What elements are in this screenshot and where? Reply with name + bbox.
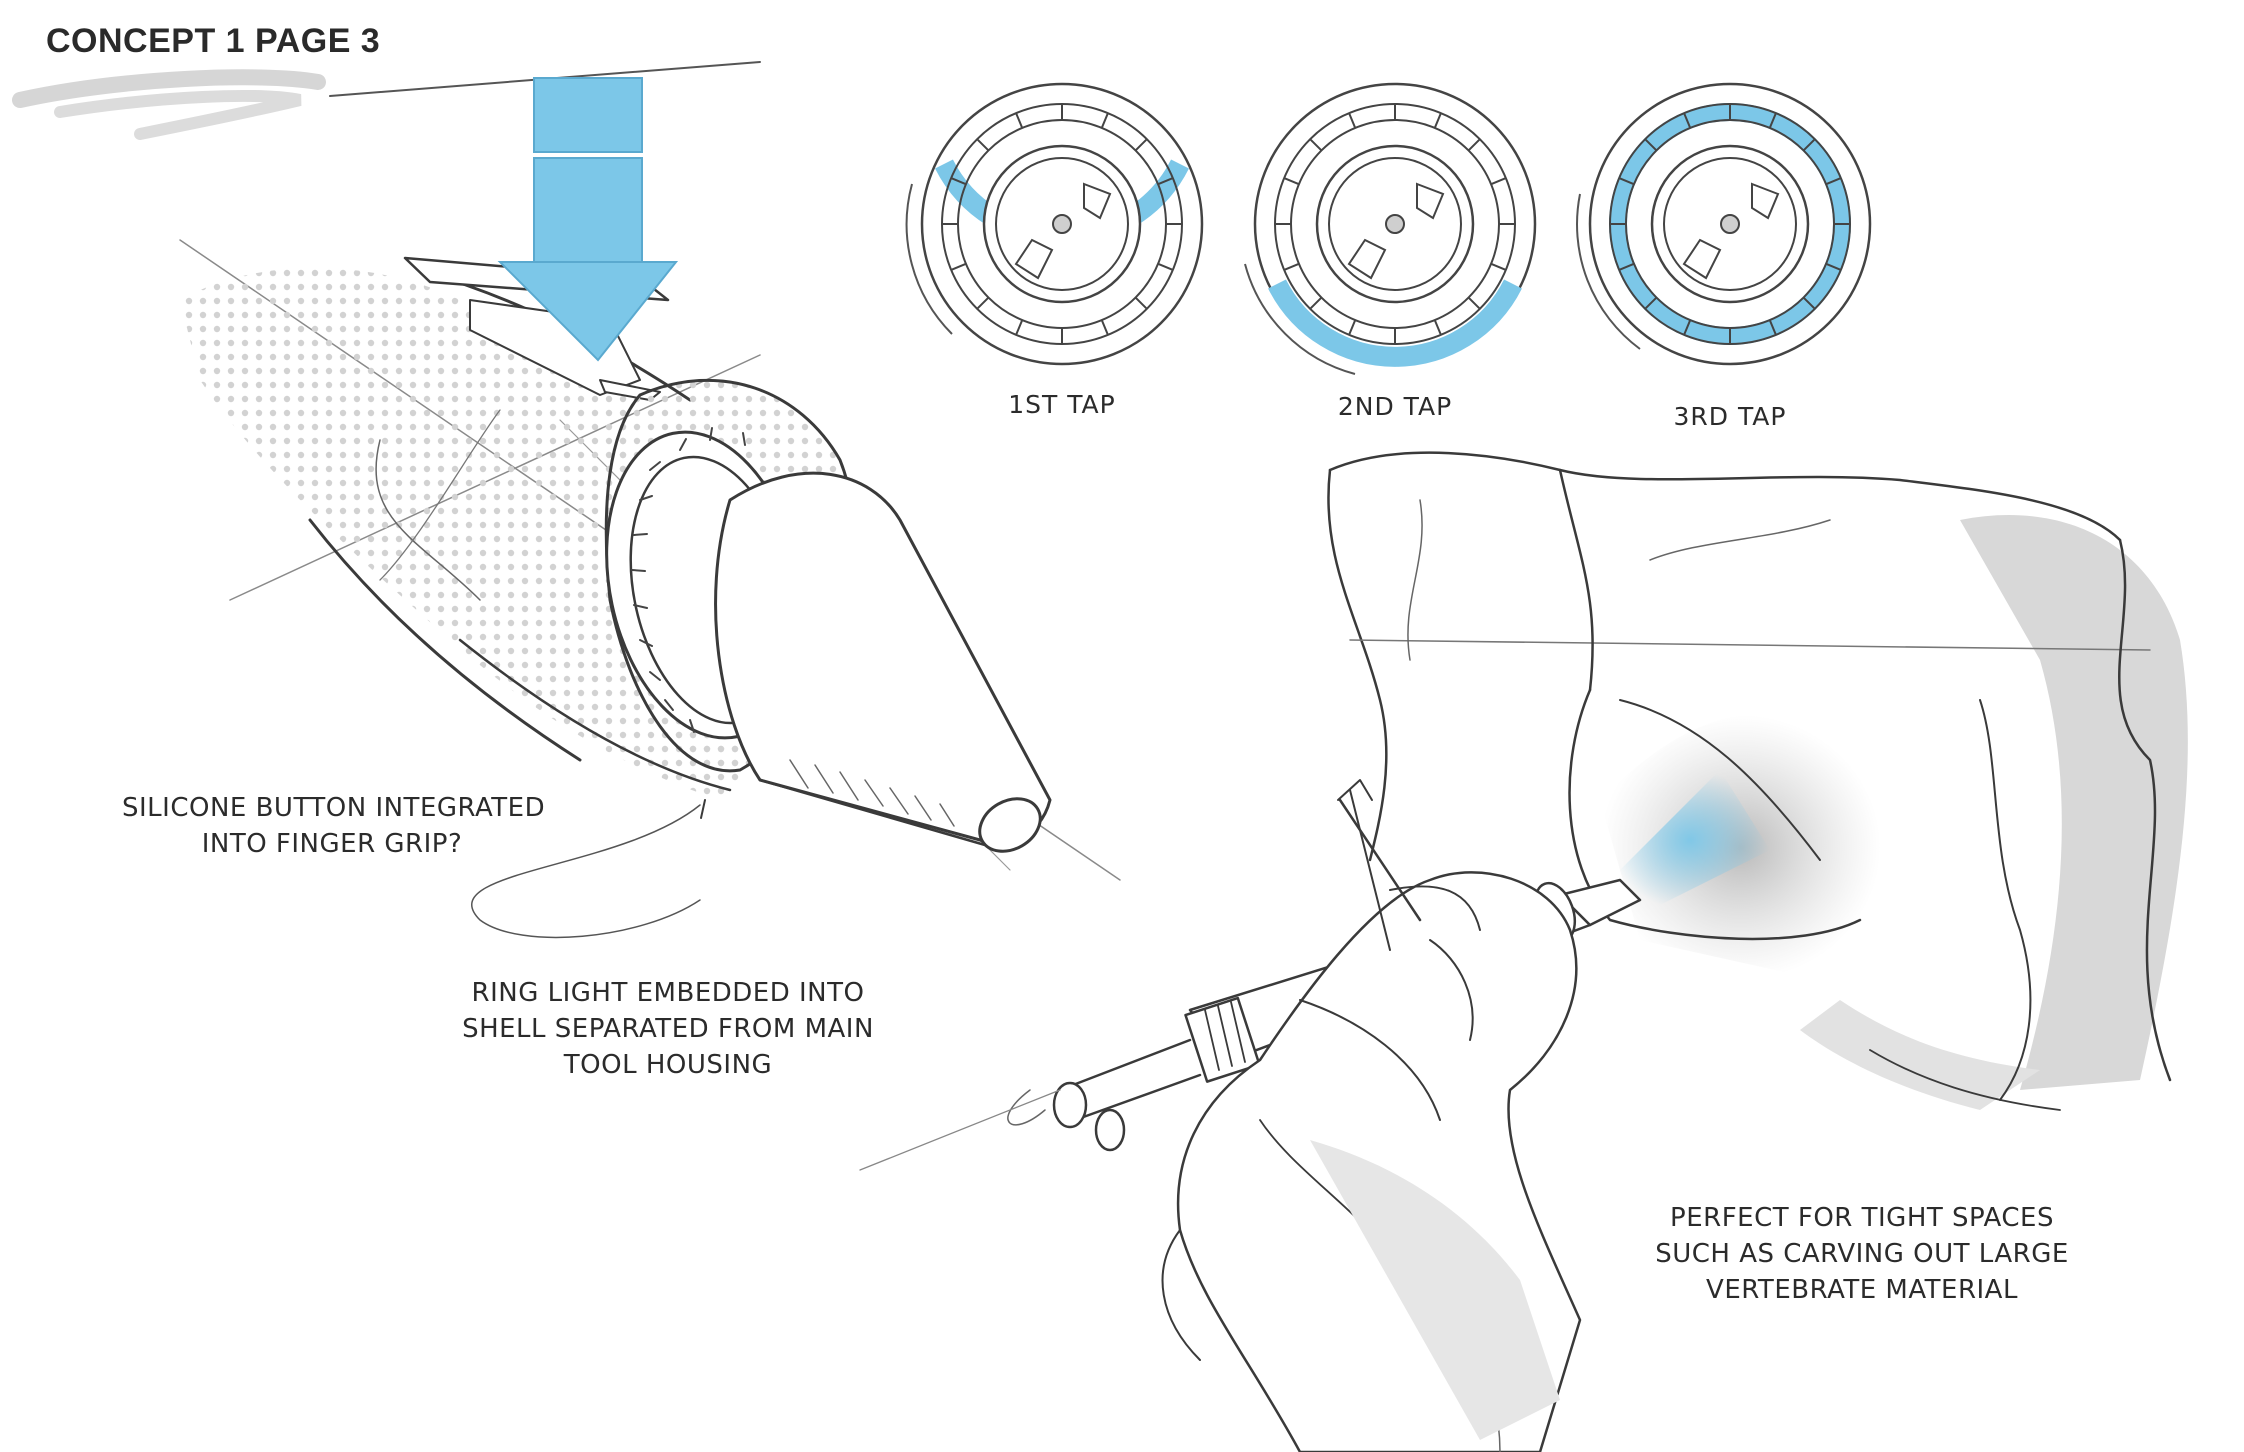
tap-label-3: 3RD TAP — [1673, 402, 1787, 431]
dial-segment-divider — [1768, 319, 1777, 336]
dial-segment-divider — [1467, 296, 1481, 310]
dial-segment-divider — [1825, 262, 1842, 271]
tap-label-2: 2ND TAP — [1337, 392, 1453, 421]
dial-segment-divider — [1802, 138, 1816, 152]
dial-segment-divider — [976, 138, 990, 152]
dial-segment-divider — [1490, 262, 1507, 271]
dial-segment-divider — [1433, 319, 1442, 336]
note-line: SUCH AS CARVING OUT LARGE — [1655, 1239, 2069, 1269]
note-line: SILICONE BUTTON INTEGRATED — [122, 793, 546, 823]
note-line: VERTEBRATE MATERIAL — [1706, 1275, 2018, 1305]
ring-light-note: RING LIGHT EMBEDDED INTO SHELL SEPARATED… — [458, 975, 878, 1083]
dial-segment-divider — [1433, 112, 1442, 129]
title-marker-strokes — [12, 69, 326, 140]
dial-segment-divider — [1134, 296, 1148, 310]
silicone-button-note: SILICONE BUTTON INTEGRATED INTO FINGER G… — [122, 790, 546, 862]
dial-segment-divider — [976, 296, 990, 310]
note-line: PERFECT FOR TIGHT SPACES — [1670, 1203, 2054, 1233]
dial-segment-divider — [1348, 319, 1357, 336]
dial-segment-divider — [1157, 262, 1174, 271]
dial-segment-divider — [1802, 296, 1816, 310]
dial-segment-divider — [1618, 262, 1635, 271]
hand-carving-sketch — [859, 451, 2188, 1452]
note-line: TOOL HOUSING — [563, 1050, 773, 1080]
dial-segment-divider — [1467, 138, 1481, 152]
dial-segment-divider — [1283, 177, 1300, 186]
page-title: CONCEPT 1 PAGE 3 — [46, 22, 381, 60]
dial-segment-divider — [1309, 138, 1323, 152]
dial-segment-divider — [1100, 319, 1109, 336]
dial-segment-divider — [1015, 112, 1024, 129]
dial-segment-ticks — [942, 104, 1850, 344]
dial-segment-divider — [1490, 177, 1507, 186]
dial-segment-divider — [1134, 138, 1148, 152]
dial-segment-divider — [1644, 296, 1658, 310]
dial-segment-divider — [1100, 112, 1109, 129]
dial-segment-divider — [950, 177, 967, 186]
dial-segment-divider — [1015, 319, 1024, 336]
dial-segment-divider — [1348, 112, 1357, 129]
dial-segment-divider — [1157, 177, 1174, 186]
dial-segment-divider — [1283, 262, 1300, 271]
dial-segment-divider — [1309, 296, 1323, 310]
dial-segment-divider — [1683, 112, 1692, 129]
tap-label-1: 1ST TAP — [1008, 390, 1116, 419]
tight-spaces-note: PERFECT FOR TIGHT SPACES SUCH AS CARVING… — [1652, 1200, 2072, 1308]
press-arrow — [497, 77, 679, 362]
dial-segment-divider — [1768, 112, 1777, 129]
tap-dial-2 — [1244, 82, 1537, 375]
dial-segment-divider — [1825, 177, 1842, 186]
note-line: RING LIGHT EMBEDDED INTO — [471, 978, 865, 1008]
dial-segment-divider — [1618, 177, 1635, 186]
dial-segment-divider — [1683, 319, 1692, 336]
dial-segment-divider — [1644, 138, 1658, 152]
note-line: SHELL SEPARATED FROM MAIN — [462, 1014, 874, 1044]
dial-segment-divider — [950, 262, 967, 271]
note-line: INTO FINGER GRIP? — [201, 829, 463, 859]
